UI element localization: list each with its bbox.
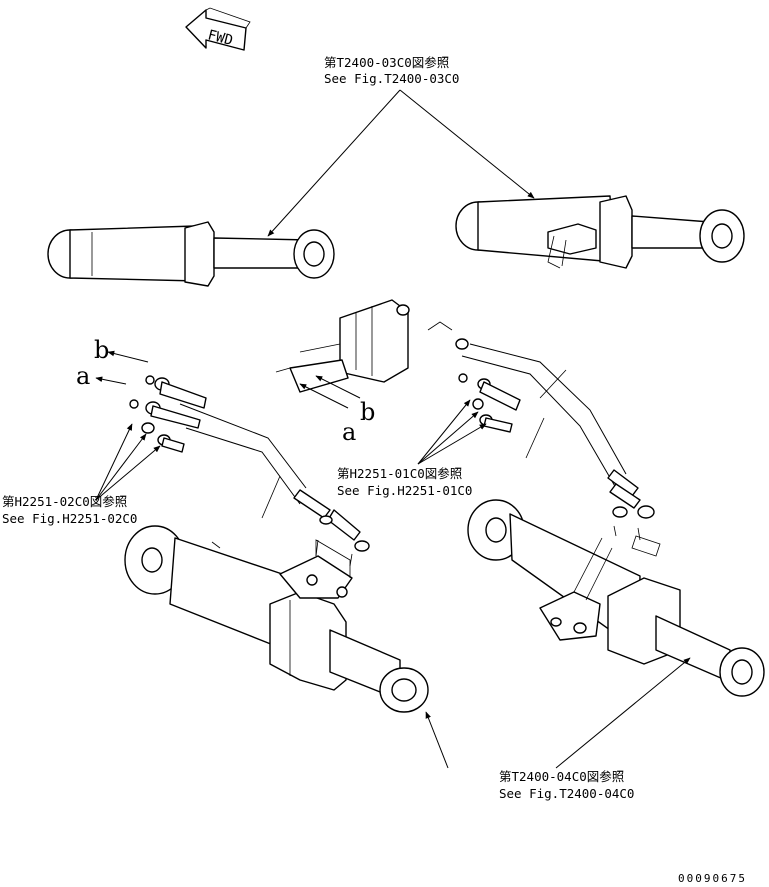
ref-t2400-03c0-en: See Fig.T2400-03C0 (324, 71, 459, 86)
fwd-label: FWD (206, 27, 234, 49)
ref-t2400-04c0-en: See Fig.T2400-04C0 (499, 786, 634, 801)
ref-t2400-04c0-jp: 第T2400-04C0図参照 (499, 769, 624, 784)
upper-left-cylinder (47, 221, 335, 287)
lower-right-cylinder (467, 499, 765, 697)
callout-b-center: b (360, 398, 375, 426)
upper-right-cylinder (455, 195, 745, 269)
drawing-number: 00090675 (678, 872, 747, 885)
ref-h2251-02c0-jp: 第H2251-02C0図参照 (2, 494, 127, 509)
ref-h2251-01c0-en: See Fig.H2251-01C0 (337, 483, 472, 498)
ref-h2251-02c0-en: See Fig.H2251-02C0 (2, 511, 137, 526)
right-hose-assembly (455, 338, 655, 519)
left-hose-assembly (129, 375, 370, 552)
lower-left-cylinder (124, 525, 429, 713)
fwd-arrow-icon: FWD (185, 7, 251, 51)
callout-a-left: a (76, 362, 90, 390)
leader-lines (95, 89, 691, 769)
ref-t2400-03c0-jp: 第T2400-03C0図参照 (324, 55, 449, 70)
callout-b-left: b (94, 336, 109, 364)
valve-block (275, 299, 453, 393)
ref-h2251-01c0-jp: 第H2251-01C0図参照 (337, 466, 462, 481)
callout-a-center: a (342, 418, 356, 446)
